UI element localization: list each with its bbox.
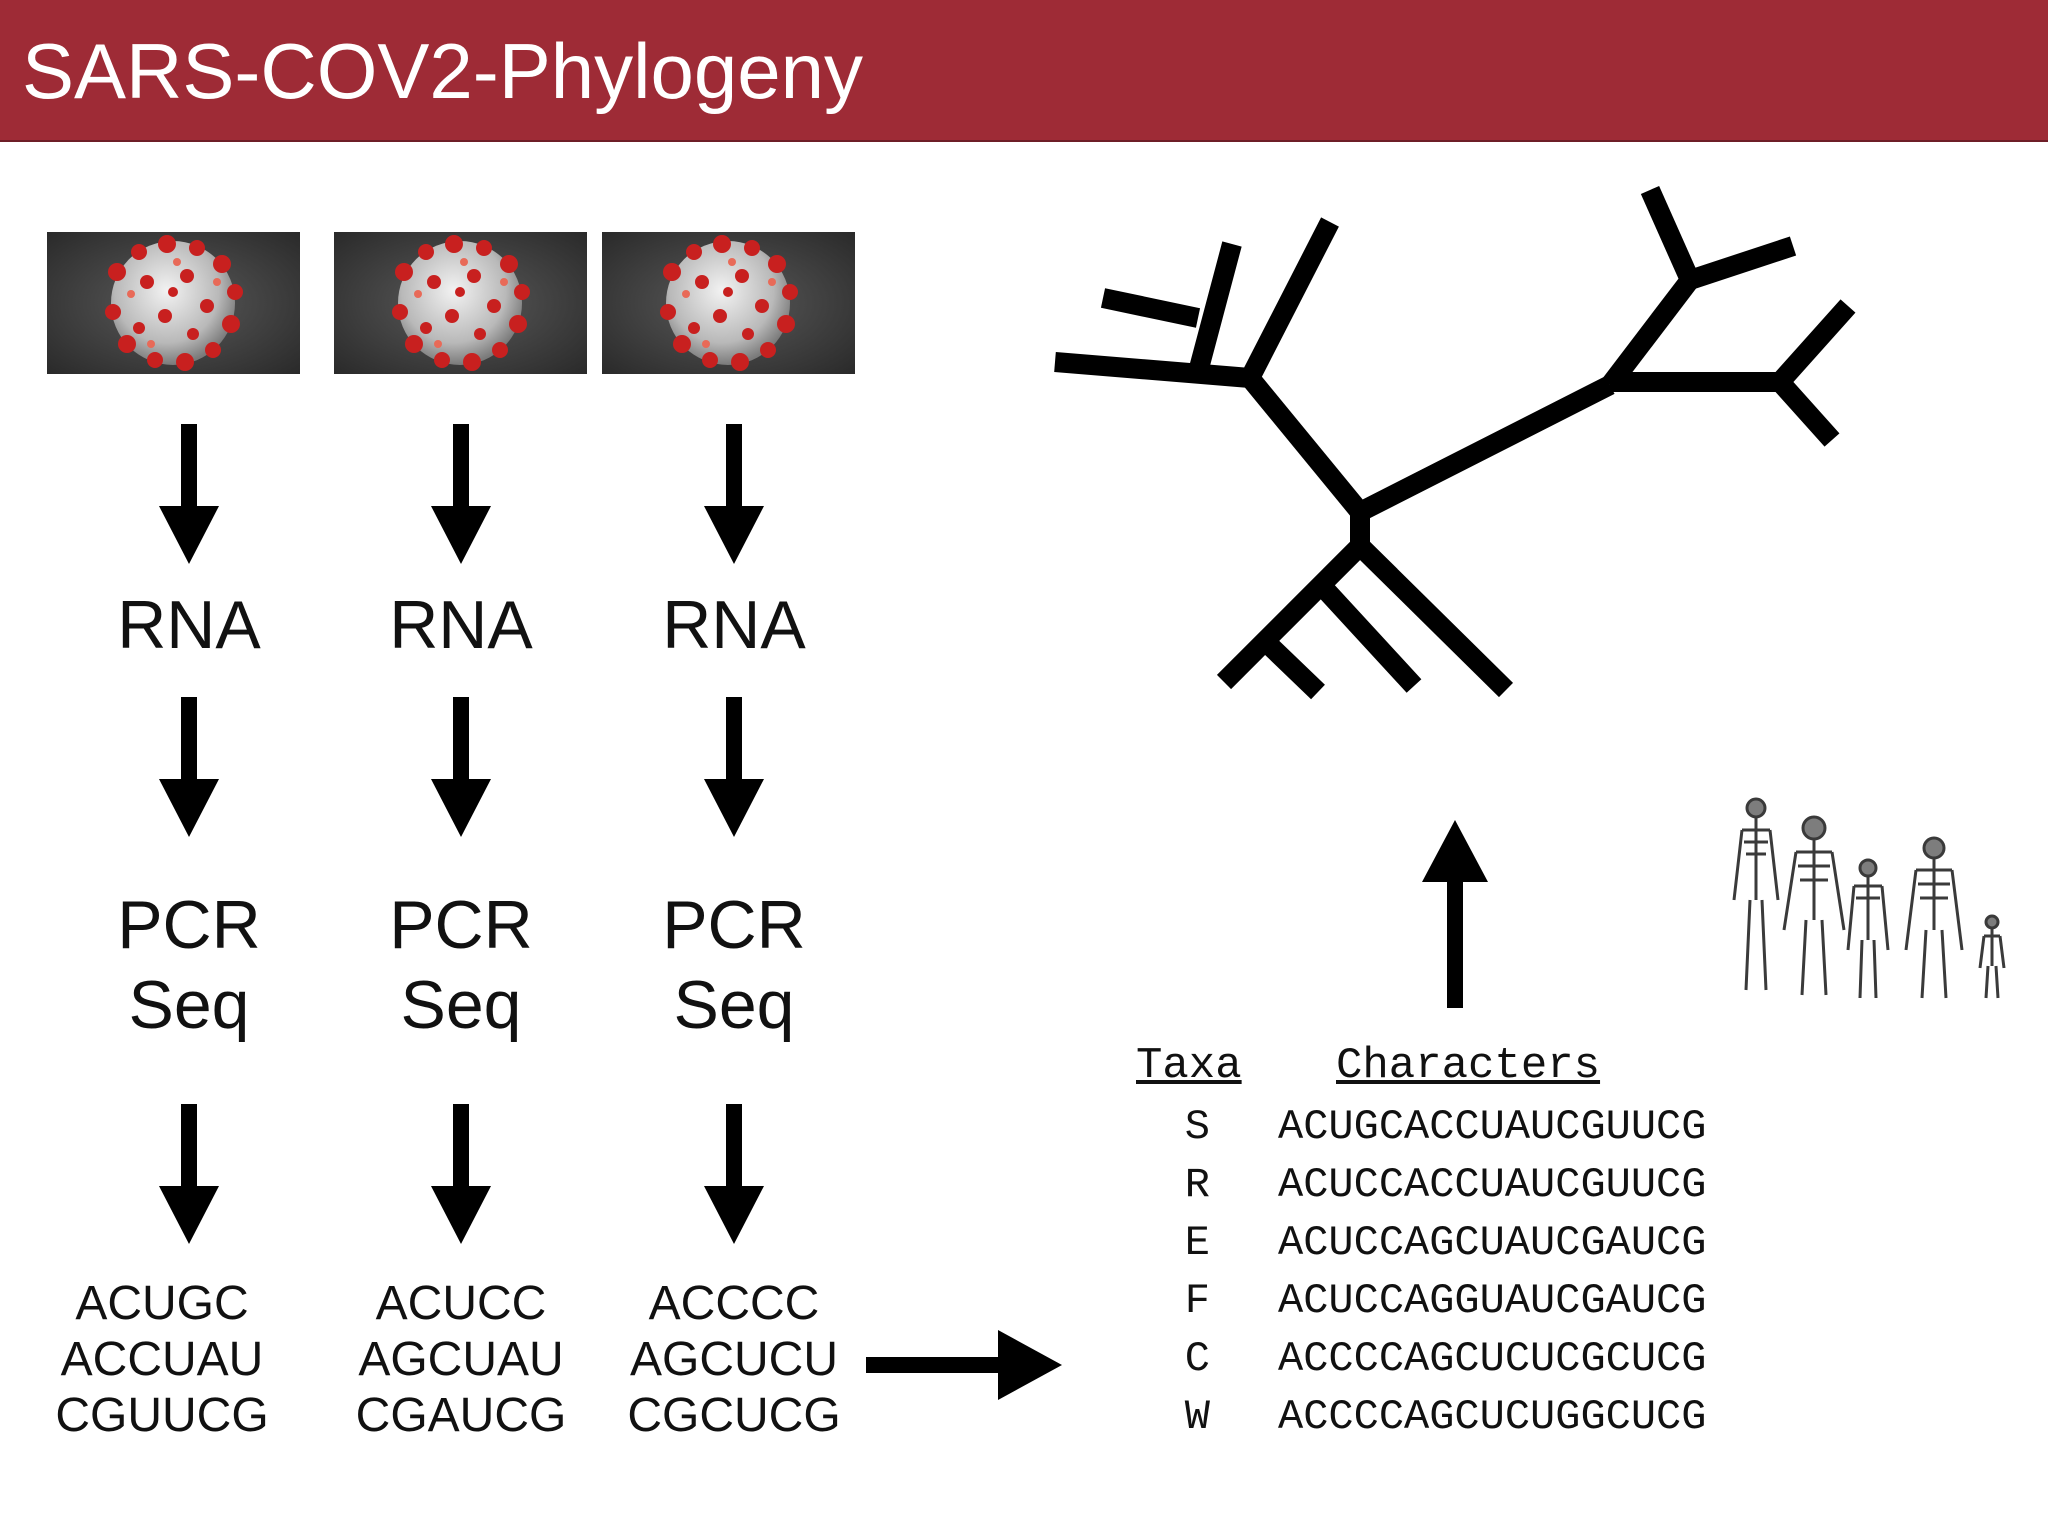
coronavirus-image [602,232,855,374]
down-arrow-icon [704,697,764,837]
taxon-cell: E [1184,1219,1210,1267]
seq-label: Seq [673,967,795,1043]
sequence-line: ACCCC [648,1277,820,1330]
sequence-line: CGUUCG [55,1389,269,1442]
page-title: SARS-COV2-Phylogeny [22,27,864,115]
taxon-cell: W [1184,1393,1210,1441]
seq-label: Seq [128,967,250,1043]
down-arrow-icon [431,1104,491,1244]
characters-cell: ACUCCACCUAUCGUUCG [1278,1161,1707,1209]
down-arrow-icon [159,697,219,837]
pcr-seq-label: PCR Seq [604,885,864,1045]
sequence-line: ACUCC [375,1277,547,1330]
sequence-fragment: ACUGC ACCUAU CGUUCG [12,1276,312,1444]
tree-branch [1242,371,1368,519]
tree-branch [1772,375,1840,447]
down-arrow-icon [159,424,219,564]
sequence-fragment: ACCCC AGCUCU CGCUCG [584,1276,884,1444]
tree-branch [1188,241,1242,375]
coronavirus-image [334,232,587,374]
up-arrow-icon [1422,820,1488,1008]
characters-cell: ACUCCAGCUAUCGAUCG [1278,1219,1707,1267]
down-arrow-icon [704,1104,764,1244]
tree-branch [1241,217,1339,383]
right-arrow-icon [866,1330,1062,1400]
phylogenetic-tree [1054,185,1856,700]
seq-label: Seq [400,967,522,1043]
tree-branch [1314,579,1422,693]
pcr-seq-label: PCR Seq [59,885,319,1045]
taxon-cell: S [1184,1103,1210,1151]
pcr-seq-label: PCR Seq [331,885,591,1045]
sequence-fragment: ACUCC AGCUAU CGAUCG [311,1276,611,1444]
sequence-line: AGCUAU [358,1333,564,1386]
tree-branch [1216,538,1368,690]
sequence-line: CGAUCG [355,1389,567,1442]
down-arrow-icon [431,697,491,837]
title-bar: SARS-COV2-Phylogeny [0,0,2048,142]
tree-branch [1100,288,1201,328]
sequence-line: ACCUAU [60,1333,264,1386]
down-arrow-icon [431,424,491,564]
characters-header: Characters [1336,1041,1601,1091]
coronavirus-image [47,232,300,374]
tree-branch [1352,538,1514,698]
tree-branch [1602,273,1698,392]
taxon-cell: F [1184,1277,1210,1325]
primate-skeletons-image [1720,790,2020,1010]
rna-label: RNA [117,587,261,663]
taxon-cell: C [1184,1335,1210,1383]
sequence-line: ACUGC [75,1277,249,1330]
tree-branch [1772,299,1856,389]
rna-label: RNA [389,587,533,663]
characters-cell: ACUGCACCUAUCGUUCG [1278,1103,1707,1151]
tree-branch [1355,376,1615,521]
down-arrow-icon [159,1104,219,1244]
rna-label: RNA [662,587,806,663]
tree-branch [1054,352,1251,388]
taxon-cell: R [1184,1161,1210,1209]
down-arrow-icon [704,424,764,564]
characters-cell: ACCCCAGCUCUGGCUCG [1278,1393,1707,1441]
tree-branch [1686,236,1797,290]
characters-cell: ACCCCAGCUCUCGCUCG [1278,1335,1707,1383]
pcr-label: PCR [389,887,533,963]
pcr-label: PCR [662,887,806,963]
taxa-header: Taxa [1136,1041,1242,1091]
characters-cell: ACUCCAGGUAUCGAUCG [1278,1277,1707,1325]
pcr-label: PCR [117,887,261,963]
tree-branch [1640,185,1700,285]
sequence-line: CGCUCG [627,1389,841,1442]
tree-branch [1259,634,1325,700]
sequence-line: AGCUCU [629,1333,838,1386]
